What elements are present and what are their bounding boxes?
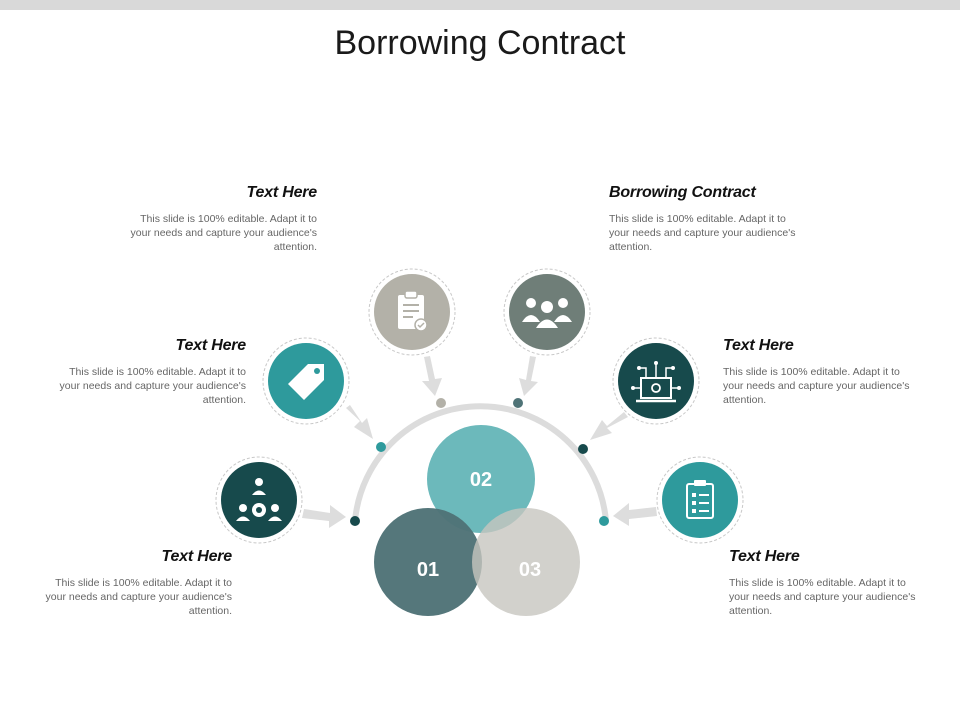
arc-dot-5 — [578, 444, 588, 454]
circle-03 — [472, 508, 580, 616]
block-body: This slide is 100% editable. Adapt it to… — [729, 577, 916, 617]
arrow-3 — [422, 356, 442, 396]
block-heading: Text Here — [246, 184, 317, 201]
circle-01 — [374, 508, 482, 616]
arrow-5 — [590, 412, 628, 440]
checklist-icon — [656, 456, 744, 544]
clipboard-check-icon — [368, 268, 456, 356]
text-block-mid-right: Text Here This slide is 100% editable. A… — [723, 337, 913, 407]
text-block-top-right: Borrowing Contract This slide is 100% ed… — [609, 184, 799, 254]
block-body: This slide is 100% editable. Adapt it to… — [723, 366, 910, 406]
text-block-top-left: Text Here This slide is 100% editable. A… — [127, 184, 318, 254]
block-body: This slide is 100% editable. Adapt it to… — [59, 366, 246, 406]
circle-02-label: 02 — [470, 469, 492, 491]
top-bar — [0, 0, 960, 10]
block-heading: Text Here — [161, 548, 232, 565]
arc-dot-6 — [599, 516, 609, 526]
text-block-bottom-left: Text Here This slide is 100% editable. A… — [42, 548, 233, 618]
arrow-6 — [613, 503, 657, 526]
block-body: This slide is 100% editable. Adapt it to… — [45, 577, 232, 617]
circuit-laptop-icon — [612, 337, 700, 425]
arc-dot-1 — [350, 516, 360, 526]
circle-01-label: 01 — [417, 559, 439, 581]
block-heading: Text Here — [723, 337, 794, 354]
arc-dot-2 — [376, 442, 386, 452]
page-title: Borrowing Contract — [334, 24, 626, 62]
arrow-2 — [346, 405, 373, 439]
block-heading: Text Here — [729, 548, 800, 565]
arc-dot-3 — [436, 398, 446, 408]
circle-02 — [427, 425, 535, 533]
circle-03-label: 03 — [519, 559, 541, 581]
arrow-1 — [302, 505, 346, 528]
arc-dot-4 — [513, 398, 523, 408]
text-block-bottom-right: Text Here This slide is 100% editable. A… — [729, 548, 919, 618]
text-block-mid-left: Text Here This slide is 100% editable. A… — [56, 337, 247, 407]
price-tag-icon — [262, 337, 350, 425]
block-body: This slide is 100% editable. Adapt it to… — [130, 213, 317, 253]
arrow-4 — [519, 356, 538, 396]
people-group-icon — [503, 268, 591, 356]
block-heading: Borrowing Contract — [609, 184, 756, 201]
team-gear-icon — [215, 456, 303, 544]
central-arc — [352, 403, 609, 522]
block-body: This slide is 100% editable. Adapt it to… — [609, 213, 796, 253]
block-heading: Text Here — [175, 337, 246, 354]
